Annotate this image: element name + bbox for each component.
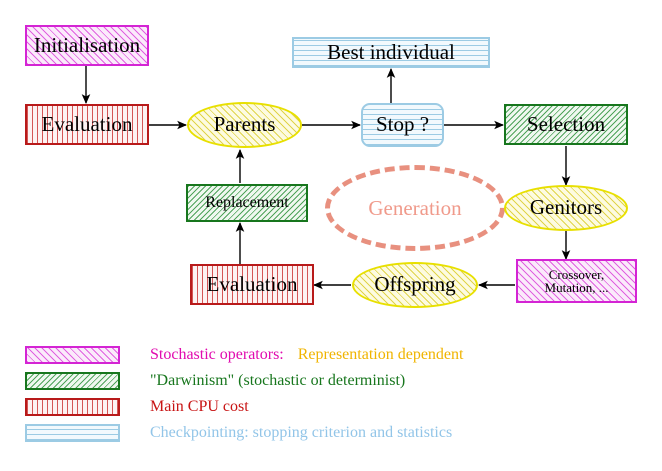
node-selection-label: Selection (526, 111, 606, 136)
legend-swatch-green-icon (25, 372, 120, 390)
node-replacement-label: Replacement (205, 193, 289, 211)
node-initialisation[interactable]: Initialisation (25, 25, 149, 66)
legend-row-darwinism: "Darwinism" (stochastic or determinist) (25, 372, 405, 390)
node-best-individual[interactable]: Best individual (292, 37, 490, 68)
node-genitors[interactable]: Genitors (504, 185, 628, 231)
node-evaluation-top-label: Evaluation (41, 111, 133, 136)
generation-ellipse: Generation (325, 165, 505, 251)
node-evaluation-bottom-label: Evaluation (206, 271, 298, 296)
node-stop[interactable]: Stop ? (361, 103, 444, 147)
generation-label: Generation (368, 195, 462, 220)
node-parents-label: Parents (213, 112, 276, 137)
legend-row-cpu: Main CPU cost (25, 398, 249, 416)
node-crossover-mutation[interactable]: Crossover, Mutation, ... (516, 259, 637, 303)
node-stop-label: Stop ? (375, 112, 430, 137)
legend-row-checkpointing: Checkpointing: stopping criterion and st… (25, 424, 452, 442)
legend-label-stochastic: Stochastic operators: (150, 346, 284, 363)
legend-label-checkpointing: Checkpointing: stopping criterion and st… (150, 424, 453, 441)
legend-swatch-blue-icon (25, 424, 120, 442)
node-parents[interactable]: Parents (187, 102, 302, 148)
node-offspring-label: Offspring (374, 272, 456, 297)
legend-swatch-magenta-icon (25, 346, 120, 364)
node-replacement[interactable]: Replacement (186, 184, 308, 222)
node-evaluation-top[interactable]: Evaluation (25, 104, 149, 145)
node-best-individual-label: Best individual (327, 39, 455, 64)
legend-label-cpu: Main CPU cost (150, 398, 249, 415)
node-initialisation-label: Initialisation (33, 32, 141, 57)
node-crossover-mutation-label: Crossover, Mutation, ... (544, 266, 609, 295)
node-evaluation-bottom[interactable]: Evaluation (190, 264, 314, 305)
legend-row-stochastic: Stochastic operators: Representation dep… (25, 346, 463, 364)
legend-swatch-red-icon (25, 398, 120, 416)
node-selection[interactable]: Selection (504, 104, 628, 145)
legend-label-representation: Representation dependent (297, 346, 464, 363)
node-offspring[interactable]: Offspring (352, 262, 478, 308)
legend-label-darwinism: "Darwinism" (stochastic or determinist) (150, 372, 406, 389)
node-genitors-label: Genitors (529, 195, 603, 220)
